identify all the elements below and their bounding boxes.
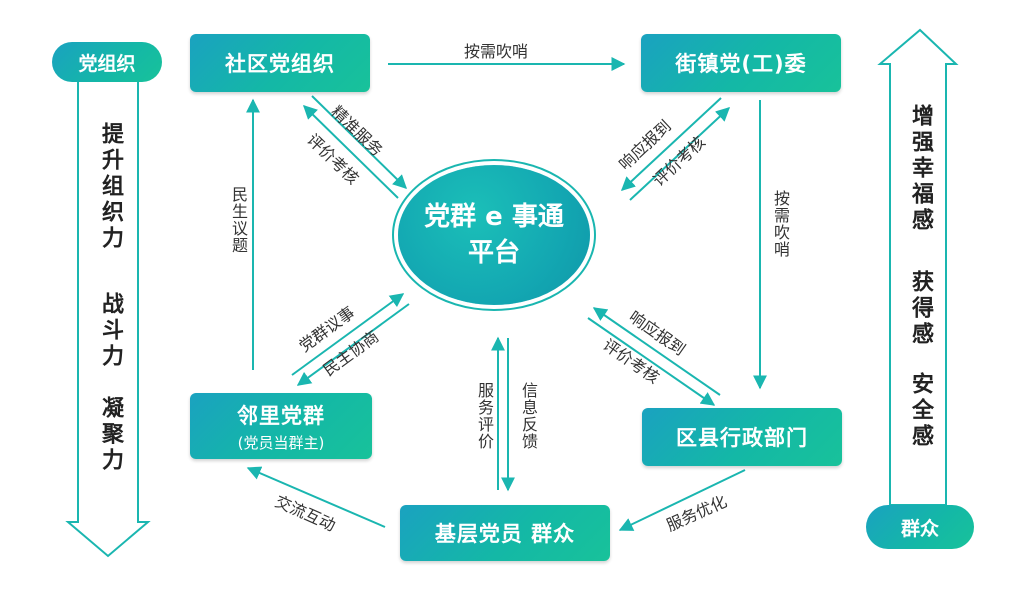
left-big-arrow — [65, 79, 151, 558]
arrow-tl-in — [311, 95, 408, 189]
center-line-1: 党群 e 事通 — [424, 202, 564, 232]
node-neighbor-party-group: 邻里党群 (党员当群主) — [190, 393, 372, 459]
left-text-2: 战斗力 — [98, 292, 123, 370]
node-district-admin: 区县行政部门 — [642, 408, 842, 466]
arrow-district-to-grassroots — [618, 469, 746, 531]
label-left-vertical: 民生议题 — [229, 186, 248, 254]
left-text-1: 提升组织力 — [98, 122, 123, 252]
node-grassroots-label: 基层党员 群众 — [434, 522, 576, 546]
left-text-3: 凝聚力 — [98, 396, 123, 474]
right-text-3: 安全感 — [908, 372, 933, 450]
arrow-bl-out — [296, 303, 410, 386]
node-grassroots-members: 基层党员 群众 — [400, 505, 610, 561]
node-community-party-org: 社区党组织 — [190, 34, 370, 92]
right-text-1: 增强幸福感 — [908, 104, 933, 234]
label-right-vertical: 按需吹哨 — [771, 190, 790, 258]
node-district-label: 区县行政部门 — [676, 426, 808, 450]
arrow-bl-in — [291, 293, 405, 376]
center-line-2: 平台 — [467, 238, 520, 268]
arrow-tl-out — [302, 105, 399, 199]
arrow-tr-in — [620, 97, 722, 191]
right-text-2: 获得感 — [908, 270, 933, 348]
left-pill-party-org: 党组织 — [52, 42, 162, 82]
node-street-label: 街镇党(工)委 — [675, 52, 807, 76]
arrow-grassroots-to-neighbor — [246, 466, 386, 528]
node-street-party-committee: 街镇党(工)委 — [641, 34, 841, 92]
node-community-label: 社区党组织 — [225, 52, 335, 76]
node-neighbor-sublabel: (党员当群主) — [237, 433, 325, 452]
label-bottom-2: 信息反馈 — [519, 382, 538, 450]
arrow-tr-out — [629, 107, 731, 201]
label-bottom-1: 服务评价 — [475, 382, 494, 450]
arrow-br-in — [592, 307, 721, 396]
arrow-br-out — [587, 317, 716, 406]
right-pill-masses: 群众 — [866, 505, 974, 549]
label-top-arrow: 按需吹哨 — [464, 42, 529, 61]
center-platform: 党群 e 事通 平台 — [398, 165, 590, 305]
node-neighbor-label: 邻里党群 — [237, 403, 325, 428]
